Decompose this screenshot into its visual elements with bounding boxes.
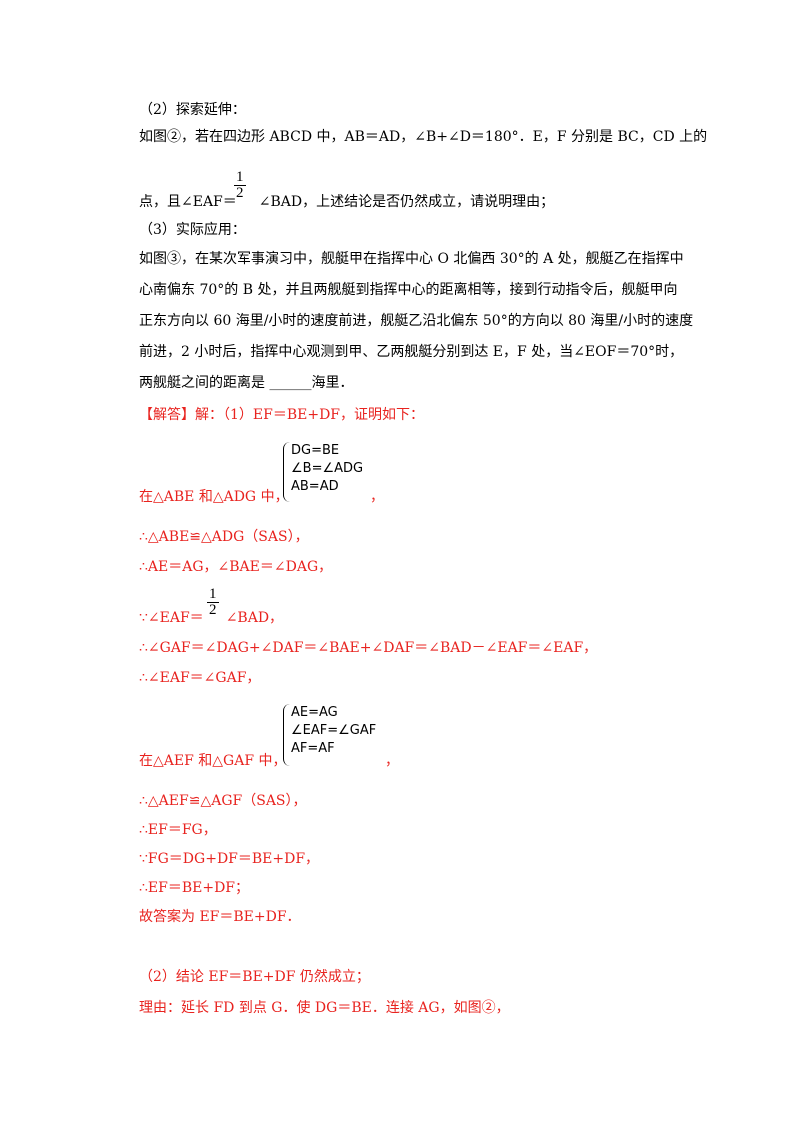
system1-prefix: 在△ABE 和△ADG 中， — [139, 489, 289, 505]
part2-heading: （2）探索延伸： — [139, 102, 246, 118]
system1: DG=BE ∠B=∠ADG AB=AD — [283, 442, 364, 502]
part2-question-post: ∠BAD，上述结论是否仍然成立，请说明理由； — [258, 194, 555, 210]
system1-row: DG=BE — [291, 443, 340, 458]
system2-row: ∠EAF=∠GAF — [291, 723, 377, 738]
answer-intro-line: 【解答】解：（1）EF＝BE+DF，证明如下： — [139, 405, 424, 425]
system2-prefix: 在△AEF 和△GAF 中， — [139, 753, 287, 769]
step-ef-fg: ∴EF＝FG， — [139, 822, 217, 838]
part2-question-line1: 如图②，若在四边形 ABCD 中，AB＝AD，∠B+∠D＝180°．E，F 分别… — [139, 129, 708, 145]
system1-row: AB=AD — [291, 479, 339, 494]
part3-question-line4: 前进，2 小时后，指挥中心观测到甲、乙两舰艇分别到达 E，F 处，当∠EOF＝7… — [139, 344, 684, 360]
part2-conclusion: （2）结论 EF＝BE+DF 仍然成立； — [139, 969, 370, 985]
system2-suffix: ， — [385, 753, 399, 769]
step-because-pre: ∵∠EAF＝ — [139, 610, 204, 626]
step-because-half: ∵∠EAF＝ ∠BAD， — [139, 608, 283, 628]
step-equal-sides: ∴AE＝AG，∠BAE＝∠DAG， — [139, 559, 333, 575]
part3-question-line3: 正东方向以 60 海里/小时的速度前进，舰艇乙沿北偏东 50°的方向以 80 海… — [139, 313, 694, 329]
step-because-post: ∠BAD， — [225, 610, 284, 626]
part3-question-line2: 心南偏东 70°的 B 处，并且两舰艇到指挥中心的距离相等，接到行动指令后，舰艇… — [139, 282, 678, 298]
step-fg-sum: ∵FG＝DG+DF＝BE+DF， — [139, 851, 320, 867]
system2-row: AE=AG — [291, 705, 338, 720]
part2-reason: 理由：延长 FD 到点 G．使 DG＝BE．连接 AG，如图②， — [139, 1000, 510, 1016]
system2: AE=AG ∠EAF=∠GAF AF=AF — [283, 704, 377, 766]
step-angle-equal: ∴∠EAF＝∠GAF， — [139, 670, 261, 686]
part3-heading: （3）实际应用： — [139, 222, 246, 238]
step-ef-sum: ∴EF＝BE+DF； — [139, 880, 250, 896]
answer-label: 【解答】 — [139, 407, 195, 423]
part3-question-line1: 如图③，在某次军事演习中，舰艇甲在指挥中心 O 北偏西 30°的 A 处，舰艇乙… — [139, 251, 684, 267]
step-angle-chain: ∴∠GAF＝∠DAG+∠DAF＝∠BAE+∠DAF＝∠BAD－∠EAF＝∠EAF… — [139, 640, 598, 656]
system2-brace — [283, 704, 290, 766]
system1-brace — [283, 442, 290, 502]
system1-row: ∠B=∠ADG — [291, 461, 364, 476]
step-answer: 故答案为 EF＝BE+DF． — [139, 909, 301, 925]
system1-suffix: ， — [370, 489, 384, 505]
answer-intro: 解：（1）EF＝BE+DF，证明如下： — [195, 407, 425, 423]
system2-row: AF=AF — [291, 741, 335, 756]
step-congruent-1: ∴△ABE≌△ADG（SAS）， — [139, 529, 309, 545]
part2-question-line2: 点，且∠EAF＝ ∠BAD，上述结论是否仍然成立，请说明理由； — [139, 192, 554, 212]
part3-question-line5: 两舰艇之间的距离是 ______海里． — [139, 375, 354, 391]
step-congruent-2: ∴△AEF≌△AGF（SAS）， — [139, 793, 307, 809]
part2-question-pre: 点，且∠EAF＝ — [139, 194, 237, 210]
